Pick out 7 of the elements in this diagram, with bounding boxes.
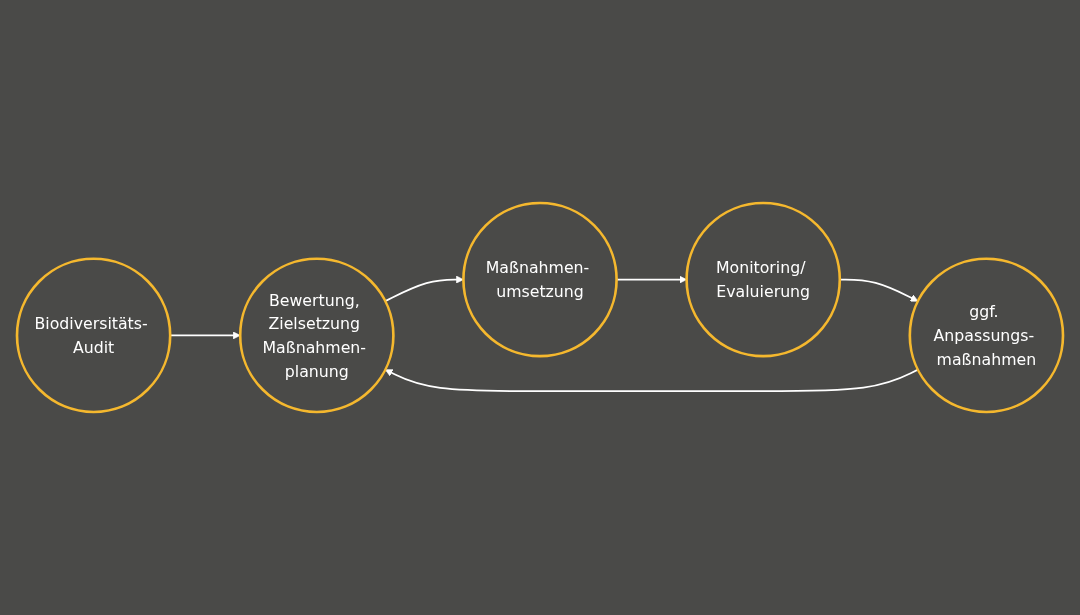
node-circle: Maßnahmen- umsetzung bbox=[462, 201, 618, 358]
arrow bbox=[384, 275, 464, 302]
arrow bbox=[384, 368, 919, 393]
node-circle: Biodiversitäts- Audit bbox=[15, 257, 172, 414]
node-circle: Bewertung, Zielsetzung Maßnahmen- planung bbox=[238, 257, 395, 414]
node-circle: ggf. Anpassungs- maßnahmen bbox=[908, 257, 1065, 414]
node-circle: Monitoring/ Evaluierung bbox=[685, 201, 842, 358]
